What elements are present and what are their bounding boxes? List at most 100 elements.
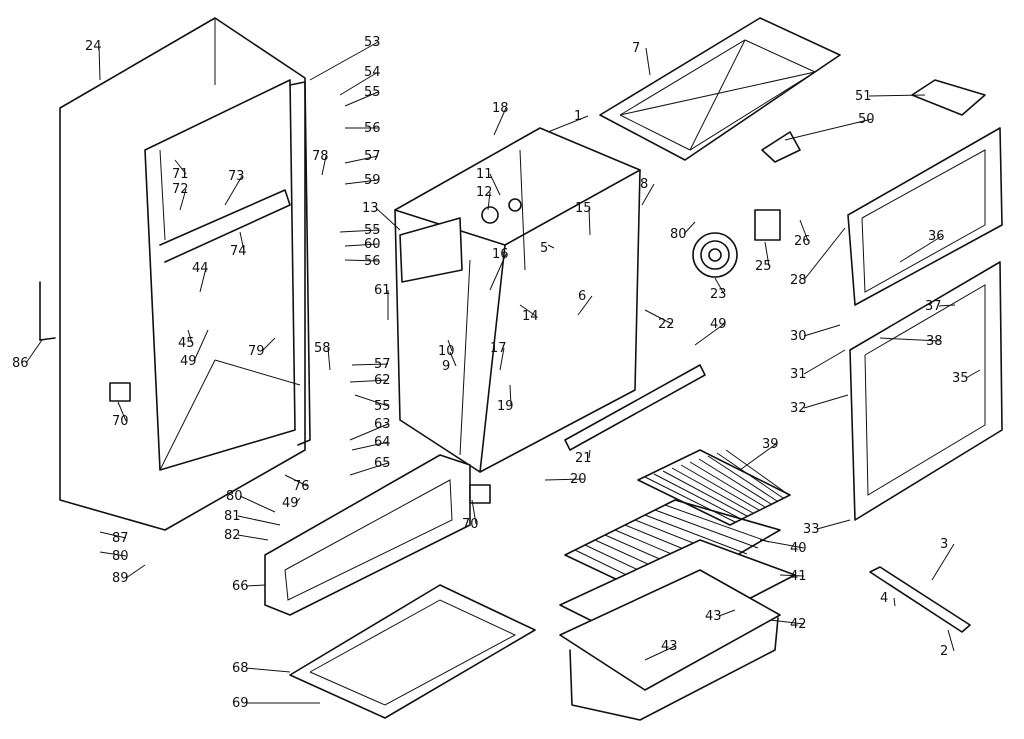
callout-80: 80 xyxy=(226,489,243,504)
callout-20: 20 xyxy=(570,472,587,487)
leader-line xyxy=(179,188,187,211)
callout-26: 26 xyxy=(794,234,811,249)
fresh-food-door xyxy=(849,261,1003,521)
callout-62: 62 xyxy=(374,373,391,388)
callout-7: 7 xyxy=(632,41,640,56)
shelf-wire xyxy=(653,473,742,520)
drip-tray xyxy=(289,584,536,719)
callout-14: 14 xyxy=(522,309,539,324)
leader-line xyxy=(803,394,849,409)
leader-line xyxy=(947,629,955,652)
callout-79: 79 xyxy=(248,344,265,359)
leader-line xyxy=(544,478,585,481)
leader-line xyxy=(899,235,943,263)
leader-line xyxy=(694,323,725,346)
callout-81: 81 xyxy=(224,509,241,524)
leader-line xyxy=(487,191,491,211)
leader-line xyxy=(641,183,655,206)
callout-9: 9 xyxy=(442,359,450,374)
callout-80: 80 xyxy=(112,549,129,564)
leader-line xyxy=(99,551,127,557)
callout-12: 12 xyxy=(476,185,493,200)
leader-line xyxy=(344,91,379,107)
callout-63: 63 xyxy=(374,417,391,432)
leader-line xyxy=(588,449,591,459)
leader-line xyxy=(125,564,146,579)
callout-66: 66 xyxy=(232,579,249,594)
leader-line xyxy=(449,351,457,367)
callout-61: 61 xyxy=(374,283,391,298)
leader-line xyxy=(245,584,266,587)
callout-39: 39 xyxy=(762,437,779,452)
callout-55: 55 xyxy=(374,399,391,414)
shelf-wire xyxy=(680,464,760,511)
leader-line xyxy=(816,519,851,530)
callout-49: 49 xyxy=(710,317,727,332)
callout-1: 1 xyxy=(574,109,582,124)
callout-68: 68 xyxy=(232,661,249,676)
callout-87: 87 xyxy=(112,531,129,546)
callout-23: 23 xyxy=(710,287,727,302)
callout-65: 65 xyxy=(374,456,391,471)
leader-line xyxy=(239,231,245,252)
callout-11: 11 xyxy=(476,167,493,182)
shelf-wire xyxy=(654,509,759,549)
callout-82: 82 xyxy=(224,528,241,543)
leader-line xyxy=(588,207,591,236)
leader-line xyxy=(718,609,736,617)
leader-line xyxy=(803,324,841,337)
callout-73: 73 xyxy=(228,169,245,184)
leader-line xyxy=(339,71,379,96)
leader-line xyxy=(349,423,389,441)
callout-5: 5 xyxy=(540,241,548,256)
callout-33: 33 xyxy=(803,522,820,537)
callout-6: 6 xyxy=(578,289,586,304)
callout-57: 57 xyxy=(364,149,381,164)
leader-line xyxy=(375,207,401,231)
leader-line xyxy=(879,337,941,342)
shelf-wire xyxy=(725,449,790,496)
callout-15: 15 xyxy=(575,201,592,216)
leader-line xyxy=(25,339,43,364)
leader-line xyxy=(98,45,101,81)
callout-80: 80 xyxy=(670,227,687,242)
callout-2: 2 xyxy=(940,644,948,659)
leader-line xyxy=(493,107,507,136)
callout-38: 38 xyxy=(926,334,943,349)
shelf-wire xyxy=(716,452,784,499)
base-grille xyxy=(264,454,471,616)
leader-line xyxy=(471,499,477,525)
crisper-pan xyxy=(559,569,781,721)
cabinet-shell xyxy=(39,17,306,531)
shelf-wire xyxy=(644,514,748,555)
callout-19: 19 xyxy=(497,399,514,414)
leader-line xyxy=(489,173,501,196)
leader-line xyxy=(645,47,651,76)
leader-line xyxy=(965,369,981,379)
callout-43: 43 xyxy=(705,609,722,624)
leader-line xyxy=(187,329,193,344)
leader-line xyxy=(759,539,805,549)
callout-57: 57 xyxy=(374,357,391,372)
shelf-wire xyxy=(671,467,754,514)
leader-line xyxy=(714,277,725,295)
callout-53: 53 xyxy=(364,35,381,50)
callout-70: 70 xyxy=(112,414,129,429)
callout-16: 16 xyxy=(492,247,509,262)
leader-line xyxy=(237,534,269,541)
leader-line xyxy=(644,645,676,661)
callout-51: 51 xyxy=(855,89,872,104)
leader-line xyxy=(321,155,327,176)
leader-line xyxy=(351,441,389,451)
shelf-wire xyxy=(689,461,766,508)
callout-17: 17 xyxy=(490,341,507,356)
shelf-wire xyxy=(644,476,736,523)
callout-55: 55 xyxy=(364,85,381,100)
leader-line xyxy=(509,384,512,407)
callout-55: 55 xyxy=(364,223,381,238)
shelf-wire xyxy=(662,470,748,517)
callout-43: 43 xyxy=(661,639,678,654)
leader-line xyxy=(344,155,379,164)
